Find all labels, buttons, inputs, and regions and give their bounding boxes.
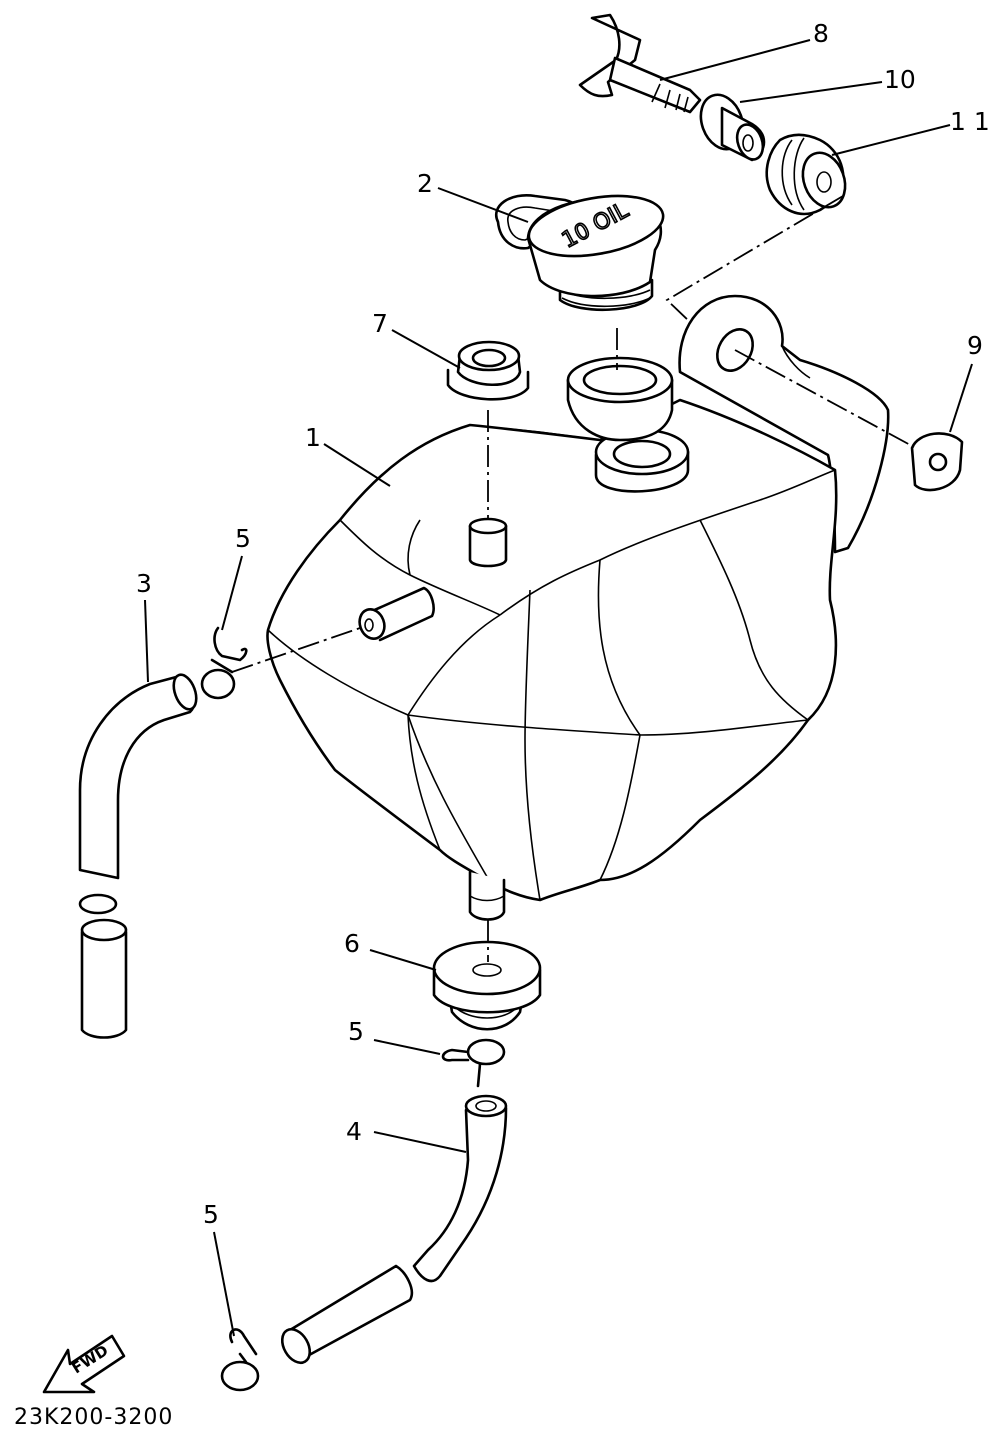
assembly-lines <box>231 195 915 962</box>
callout-1: 1 <box>305 423 321 452</box>
callout-6: 6 <box>344 929 360 958</box>
hose-clip-middle <box>441 1038 506 1088</box>
callout-4: 4 <box>346 1117 362 1146</box>
wing-bolt <box>578 13 702 114</box>
collar <box>699 93 766 162</box>
callout-5-upper: 5 <box>235 524 251 553</box>
outlet-hose <box>280 1094 508 1365</box>
filler-cap: 10 OIL <box>495 194 665 312</box>
fwd-arrow-icon: FWD <box>42 1334 126 1394</box>
callout-2: 2 <box>417 169 433 198</box>
callout-11: 1 1 <box>950 107 990 136</box>
callout-5-lower: 5 <box>203 1200 219 1229</box>
rubber-bush <box>765 133 847 216</box>
plate-nut <box>910 432 964 492</box>
callout-7: 7 <box>372 309 388 338</box>
oil-tank <box>266 294 890 921</box>
callout-8: 8 <box>813 19 829 48</box>
grommet-top <box>446 340 530 401</box>
hose-clip-lower <box>220 1328 260 1392</box>
bottom-grommet <box>432 940 542 1031</box>
callout-10: 10 <box>884 65 916 94</box>
leader-lines <box>144 39 973 1337</box>
callout-5-middle: 5 <box>348 1017 364 1046</box>
breather-hose <box>78 673 198 1039</box>
callout-3: 3 <box>136 569 152 598</box>
drawing-code: 23K200-3200 <box>14 1405 173 1430</box>
hose-clip-upper <box>200 626 248 700</box>
callout-labels: 8 10 1 1 2 7 9 1 5 3 6 5 4 5 <box>136 19 990 1229</box>
filler-gasket <box>566 356 674 442</box>
callout-9: 9 <box>967 331 983 360</box>
